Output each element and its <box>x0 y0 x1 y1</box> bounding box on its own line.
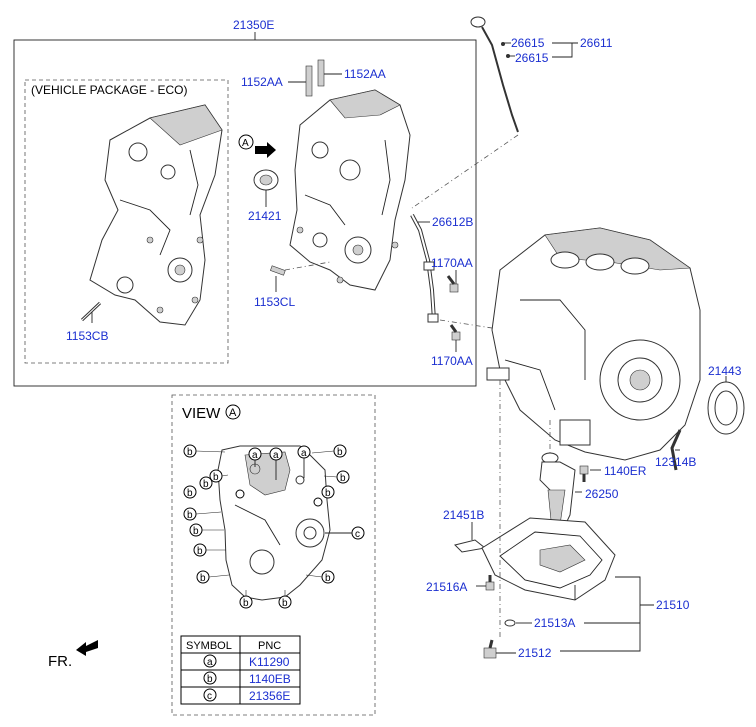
table-row-1-symbol: a <box>207 657 213 668</box>
marker-b-11: b <box>200 573 206 584</box>
label-oil-pan[interactable]: 21510 <box>656 598 690 612</box>
block-part-12314b <box>670 429 682 471</box>
view-title: VIEW <box>182 405 221 422</box>
label-dipstick-oring-2[interactable]: 26615 <box>515 51 549 65</box>
label-cover-assy[interactable]: 21350E <box>233 18 274 32</box>
table-header-symbol: SYMBOL <box>186 640 232 652</box>
view-letter-circle <box>225 404 241 420</box>
marker-b-6: b <box>203 479 209 490</box>
eco-timing-cover <box>89 104 223 326</box>
bolt-1170aa-upper <box>446 270 459 293</box>
marker-b-10: b <box>197 546 203 557</box>
label-stud-bottom-left[interactable]: 1153CB <box>66 329 108 343</box>
marker-b-13: b <box>243 598 249 609</box>
label-rear-seal[interactable]: 21443 <box>708 364 742 378</box>
marker-b-12: b <box>325 573 331 584</box>
marker-b-7: b <box>325 488 331 499</box>
label-stud-bottom[interactable]: 1153CL <box>254 295 295 309</box>
drain-plug <box>483 639 516 659</box>
view-a-arrow-letter: A <box>242 138 249 149</box>
marker-b-1: b <box>187 447 193 458</box>
b-leaders <box>195 450 338 596</box>
marker-b-3: b <box>213 472 219 483</box>
table-row-2-symbol-circle <box>203 671 217 685</box>
timing-cover <box>289 89 411 291</box>
label-dipstick[interactable]: 26611 <box>580 36 613 50</box>
oil-screen-bolt <box>579 465 601 482</box>
pan-bolt <box>476 575 495 591</box>
stud-1153cb <box>80 301 102 323</box>
view-a-cover <box>217 445 331 601</box>
marker-a-1: a <box>252 450 258 461</box>
eco-package-box <box>24 79 229 364</box>
table-row-2-pnc[interactable]: 1140EB <box>249 672 291 686</box>
cover-to-block-dashline <box>439 319 506 331</box>
leader-dipstick-bracket <box>552 42 578 58</box>
engine-block <box>486 227 701 461</box>
table-row-2-symbol: b <box>207 674 213 685</box>
table-row-1-symbol-circle <box>203 654 217 668</box>
label-oil-screen[interactable]: 26250 <box>585 487 619 501</box>
label-block-part[interactable]: 12314B <box>655 455 696 469</box>
label-dipstick-oring-1[interactable]: 26615 <box>511 36 545 50</box>
table-row-3-symbol-circle <box>203 688 217 702</box>
stud-1153cl <box>270 261 331 292</box>
view-a-box <box>171 394 376 716</box>
label-stud-right[interactable]: 1152AA <box>344 67 386 81</box>
dipstick-guide <box>410 214 439 323</box>
vehicle-package-label: (VEHICLE PACKAGE - ECO) <box>31 83 187 97</box>
label-drain-plug[interactable]: 21512 <box>518 646 552 660</box>
label-drain-gasket[interactable]: 21513A <box>534 616 575 630</box>
bolt-1170aa-lower <box>449 324 461 352</box>
baffle <box>454 522 487 553</box>
table-row-3-pnc[interactable]: 21356E <box>249 689 290 703</box>
marker-b-9: b <box>193 526 199 537</box>
label-pan-bolt[interactable]: 21516A <box>426 580 467 594</box>
marker-a-2: a <box>273 450 279 461</box>
front-seal <box>253 169 279 207</box>
dipstick-dashline <box>411 134 519 209</box>
dipstick <box>470 16 519 133</box>
marker-b-2: b <box>337 447 343 458</box>
label-dipstick-guide[interactable]: 26612B <box>432 215 473 229</box>
label-oil-screen-bolt[interactable]: 1140ER <box>604 464 647 478</box>
fr-label: FR. <box>48 653 72 670</box>
cover-assembly-frame <box>13 39 477 387</box>
view-a-arrow: A <box>238 134 276 158</box>
table-header-pnc: PNC <box>258 640 281 652</box>
marker-b-8: b <box>187 510 193 521</box>
fr-arrow-icon <box>76 640 98 656</box>
drain-gasket <box>504 619 532 627</box>
marker-c: c <box>355 529 360 540</box>
marker-a-3: a <box>301 448 307 459</box>
label-baffle[interactable]: 21451B <box>443 508 484 522</box>
oil-pan <box>481 517 616 601</box>
label-bolt-lower[interactable]: 1170AA <box>431 354 473 368</box>
leader-oil-pan <box>560 576 654 652</box>
marker-b-5: b <box>187 488 193 499</box>
view-letter: A <box>229 407 237 419</box>
symbol-table <box>180 635 301 705</box>
marker-b-14: b <box>282 598 288 609</box>
marker-b-4: b <box>340 473 346 484</box>
table-row-3-symbol: c <box>207 691 212 702</box>
label-stud-left[interactable]: 1152AA <box>241 75 283 89</box>
stud-1152aa-pair <box>305 59 325 97</box>
label-seal[interactable]: 21421 <box>248 209 282 223</box>
label-bolt-upper[interactable]: 1170AA <box>431 256 473 270</box>
table-row-1-pnc[interactable]: K11290 <box>249 655 290 669</box>
rear-seal <box>707 376 745 435</box>
